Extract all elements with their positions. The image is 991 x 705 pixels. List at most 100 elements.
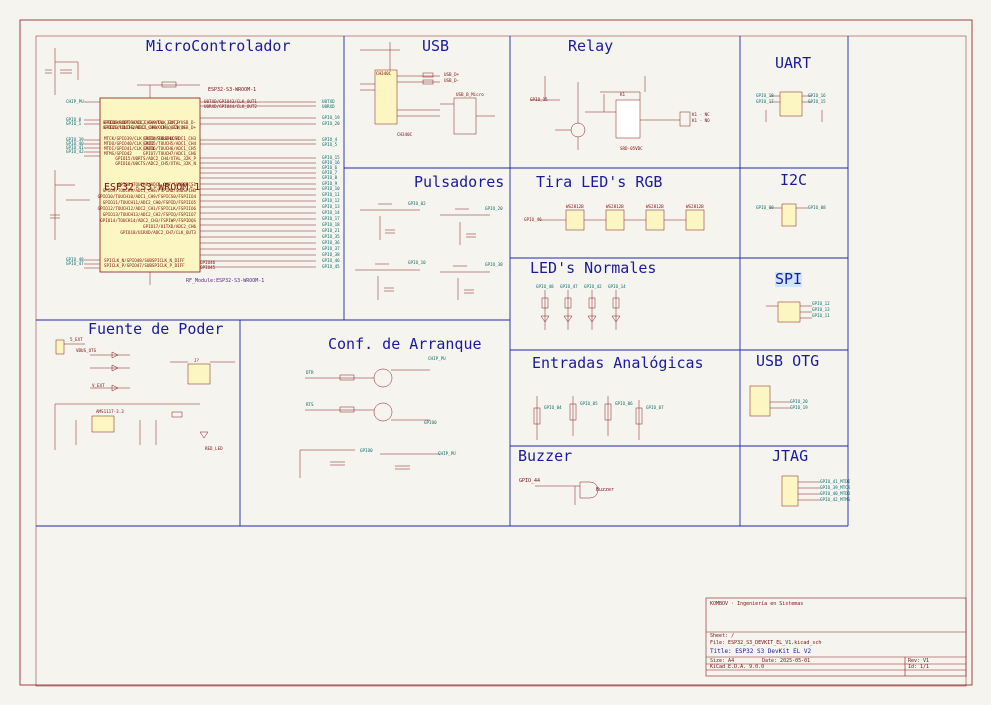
svg-text:GPIO_42: GPIO_42 [584,284,602,289]
tb-file: File: ESP32_S3_DEVKIT_EL_V1.kicad_sch [710,640,822,646]
svg-text:GPIO_19: GPIO_19 [322,115,340,120]
svg-text:SPICLK_P/GPIO47/SUBSPICLK_P_DI: SPICLK_P/GPIO47/SUBSPICLK_P_DIFF [104,263,185,268]
svg-text:WS2812B: WS2812B [606,204,624,209]
svg-text:GPIO_11: GPIO_11 [812,313,830,318]
svg-text:GPIO_6: GPIO_6 [322,165,338,170]
svg-text:WS2812B: WS2812B [686,204,704,209]
svg-text:GPIO_12: GPIO_12 [812,301,830,306]
svg-text:GPIO_21: GPIO_21 [322,228,340,233]
svg-text:RED_LED: RED_LED [205,446,223,451]
section-title-uart: UART [775,54,812,72]
svg-text:CHIP_PU: CHIP_PU [428,356,446,361]
buzzer-name: Buzzer [596,487,615,493]
svg-text:U0TXD/GPIO43/CLK_OUT1: U0TXD/GPIO43/CLK_OUT1 [204,99,257,104]
svg-text:CHIP_PU: CHIP_PU [438,451,456,456]
svg-text:USB_B_Micro: USB_B_Micro [456,92,484,97]
svg-text:GPIO_20: GPIO_20 [790,399,808,404]
usb-otg-connector [749,385,790,417]
svg-text:GPIO_04: GPIO_04 [544,405,562,410]
svg-text:J?: J? [194,358,200,363]
svg-text:AMS1117-3.3: AMS1117-3.3 [96,409,124,414]
svg-text:GPIO7/TOUCH7/ADC1_CH6: GPIO7/TOUCH7/ADC1_CH6 [143,151,196,156]
svg-text:GPIO_38: GPIO_38 [485,262,503,267]
section-title-tira-led: Tira LED's RGB [536,173,663,191]
svg-text:GPIO1/TOUCH1/ADC1_CH0/XTAL_32K: GPIO1/TOUCH1/ADC1_CH0/XTAL_32K_N [104,125,185,130]
svg-text:GPIO4/TOUCH4/ADC1_CH3: GPIO4/TOUCH4/ADC1_CH3 [143,136,196,141]
svg-text:MTCK/GPIO39/CLK_OUT3/SUBSPICS1: MTCK/GPIO39/CLK_OUT3/SUBSPICS1 [104,136,180,141]
svg-text:GPIO8/TOUCH8/ADC1_CH7/SUBSPICS: GPIO8/TOUCH8/ADC1_CH7/SUBSPICS1 [118,182,197,187]
tb-size: Size: A4 [710,658,735,664]
svg-text:GPIO11/TOUCH11/ADC2_CH0/FSPID/: GPIO11/TOUCH11/ADC2_CH0/FSPID/FSPIIO5 [103,200,197,205]
svg-text:GPIO_40_MTDO: GPIO_40_MTDO [820,491,851,496]
section-title-entradas: Entradas Analógicas [532,354,704,372]
svg-text:GPIO18/U1RXD/ADC2_CH7/CLK_OUT3: GPIO18/U1RXD/ADC2_CH7/CLK_OUT3 [120,230,196,235]
jtag-header [781,475,820,507]
svg-text:GPIO_13: GPIO_13 [322,204,340,209]
svg-text:GPIO_38: GPIO_38 [322,252,340,257]
svg-text:SRD-05VDC: SRD-05VDC [620,146,643,151]
svg-text:GPIO_07: GPIO_07 [646,405,664,410]
svg-text:GPIO_19: GPIO_19 [790,405,808,410]
leds-normales [540,290,621,330]
section-title-leds-normales: LED's Normales [530,259,657,277]
title-block-frame [705,597,967,677]
svg-text:GPIO_10: GPIO_10 [322,186,340,191]
svg-text:MTMS/GPIO42: MTMS/GPIO42 [104,151,132,156]
svg-text:MTDO/GPIO40/CLK_OUT2: MTDO/GPIO40/CLK_OUT2 [104,141,155,146]
svg-text:GPIO_05: GPIO_05 [580,401,598,406]
section-title-pulsadores: Pulsadores [414,173,505,191]
section-title-i2c: I2C [780,171,808,189]
section-title-microcontrolador: MicroControlador [146,37,291,55]
spi-header [766,301,812,323]
svg-text:GPIO_46: GPIO_46 [322,258,340,263]
svg-text:GPIO_18: GPIO_18 [322,222,340,227]
svg-text:GPIO_40: GPIO_40 [66,141,84,146]
usb-circuit [360,42,495,135]
relay-circuit [530,76,691,150]
section-title-usb: USB [422,37,450,55]
tb-company: KOMBOV · Ingeniería en Sistemas [710,601,804,607]
svg-text:WS2812B: WS2812B [646,204,664,209]
svg-text:GPIO_02: GPIO_02 [408,201,426,206]
svg-text:GPIO_41_MTDI: GPIO_41_MTDI [820,479,851,484]
mcu-name: ESP32-S3-WROOM-1 [104,182,201,193]
svg-text:GPIO_47: GPIO_47 [560,284,578,289]
svg-text:GPIO_20: GPIO_20 [485,206,503,211]
tb-sheet: Sheet: / [710,633,735,639]
svg-text:U0RXD: U0RXD [322,104,335,109]
svg-text:GPIO_0: GPIO_0 [66,117,82,122]
svg-text:GPIO_39_MTCK: GPIO_39_MTCK [820,485,851,490]
svg-text:GPIO_4: GPIO_4 [322,137,338,142]
svg-text:GPIO_14: GPIO_14 [322,210,340,215]
section-title-jtag: JTAG [772,447,809,465]
svg-text:5_EXT: 5_EXT [70,337,83,342]
svg-text:GPIO_12: GPIO_12 [322,198,340,203]
section-title-spi: SPI [775,270,803,288]
svg-text:GPIO_09: GPIO_09 [756,205,774,210]
svg-text:USB_D-: USB_D- [444,78,459,83]
pulsadores-circuit [355,203,490,300]
svg-text:GPIO_15: GPIO_15 [322,155,340,160]
svg-text:GPIO6/TOUCH6/ADC1_CH5: GPIO6/TOUCH6/ADC1_CH5 [143,146,196,151]
svg-text:GPIO20/U1CTS/ADC2_CH9/CLK_OUT1: GPIO20/U1CTS/ADC2_CH9/CLK_OUT1/USB_D+ [103,125,197,130]
section-title-fuente: Fuente de Poder [88,320,224,338]
boot-config [299,368,440,478]
i2c-header [770,203,808,227]
svg-text:GPIO19/U1RTS/ADC2_CH8/CLK_OUT2: GPIO19/U1RTS/ADC2_CH8/CLK_OUT2/USB_D- [103,120,196,125]
svg-text:CHIP_PU: CHIP_PU [66,99,84,104]
svg-text:GPIO0/BOOT/ADC1_CH0/XTAL_32K_P: GPIO0/BOOT/ADC1_CH0/XTAL_32K_P [104,120,180,125]
svg-text:V_EXT: V_EXT [92,383,105,388]
svg-text:GPIO_39: GPIO_39 [66,137,84,142]
svg-text:GPIO_17: GPIO_17 [322,216,340,221]
tb-title: Title: ESP32 S3 DevKit EL V2 [710,648,812,655]
svg-text:K1 - NC: K1 - NC [692,112,710,117]
